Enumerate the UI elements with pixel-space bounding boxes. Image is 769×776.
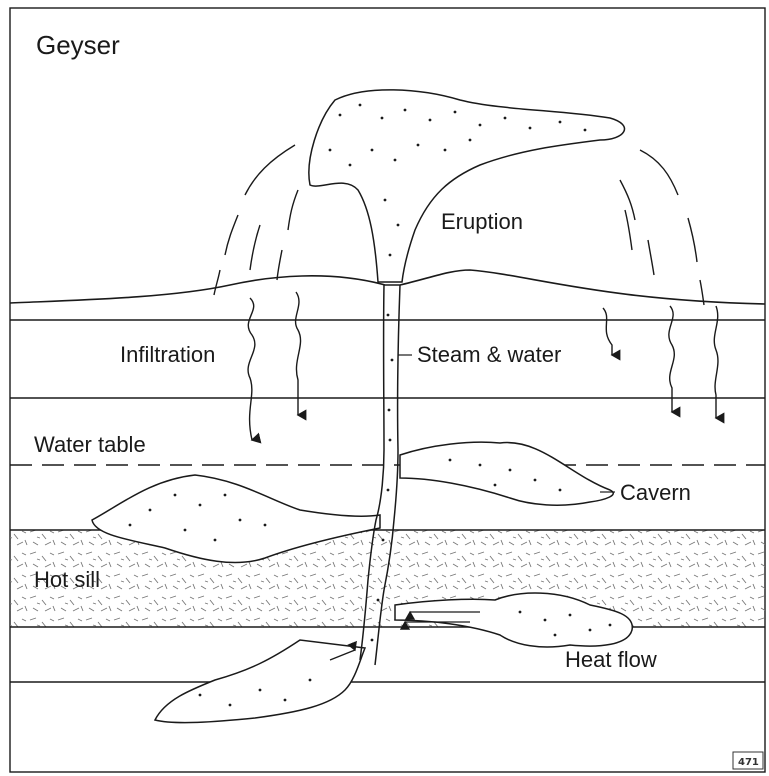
cavern-right	[400, 442, 613, 505]
label-eruption: Eruption	[441, 209, 523, 234]
diagram-title: Geyser	[36, 30, 120, 60]
label-hot-sill: Hot sill	[34, 567, 100, 592]
label-cavern: Cavern	[620, 480, 691, 505]
hot-sill-band	[10, 530, 765, 627]
badge-number: 471	[738, 757, 759, 768]
label-water-table: Water table	[34, 432, 146, 457]
label-heat-flow: Heat flow	[565, 647, 657, 672]
corner-badge: 471	[733, 752, 763, 769]
label-infiltration: Infiltration	[120, 342, 215, 367]
eruption-plume	[309, 90, 625, 282]
label-steam-water: Steam & water	[417, 342, 561, 367]
